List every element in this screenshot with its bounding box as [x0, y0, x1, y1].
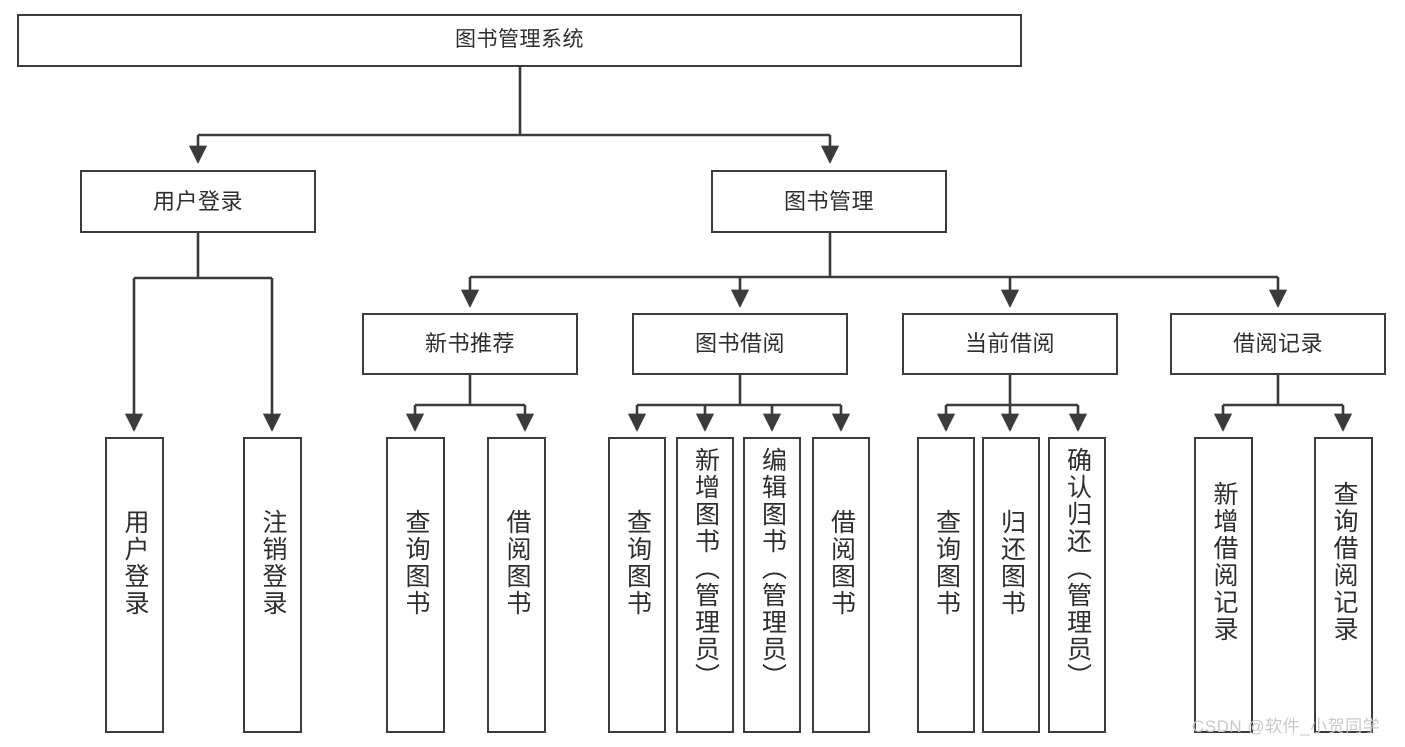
node-leaf-return-book-label: 归还图书	[997, 509, 1026, 617]
node-leaf-add-book[interactable]: 新增图书（管理员）	[676, 437, 734, 733]
node-leaf-confirm-return[interactable]: 确认归还（管理员）	[1048, 437, 1106, 733]
node-root[interactable]: 图书管理系统	[17, 14, 1022, 67]
node-leaf-add-book-label: 新增图书（管理员）	[691, 447, 720, 690]
node-new-book-recommend[interactable]: 新书推荐	[362, 313, 578, 375]
node-borrow-record-label: 借阅记录	[1232, 331, 1323, 357]
node-leaf-user-login-label: 用户登录	[121, 509, 149, 617]
node-leaf-add-record[interactable]: 新增借阅记录	[1194, 437, 1253, 733]
node-leaf-user-login[interactable]: 用户登录	[105, 437, 164, 733]
node-leaf-borrow-book-2-label: 借阅图书	[827, 509, 856, 617]
node-book-borrow[interactable]: 图书借阅	[632, 313, 848, 375]
node-book-management-label: 图书管理	[783, 188, 874, 214]
node-leaf-edit-book[interactable]: 编辑图书（管理员）	[743, 437, 801, 733]
node-leaf-add-record-label: 新增借阅记录	[1210, 481, 1238, 643]
watermark: CSDN @软件_小贺同学	[1192, 717, 1381, 736]
node-leaf-query-record-label: 查询借阅记录	[1330, 481, 1358, 643]
node-leaf-query-book-2[interactable]: 查询图书	[608, 437, 666, 733]
node-leaf-borrow-book-1-label: 借阅图书	[503, 509, 531, 617]
node-book-management[interactable]: 图书管理	[711, 170, 947, 233]
node-leaf-return-book[interactable]: 归还图书	[982, 437, 1040, 733]
node-current-borrow-label: 当前借阅	[964, 331, 1055, 357]
node-new-book-recommend-label: 新书推荐	[424, 331, 515, 357]
node-leaf-query-record[interactable]: 查询借阅记录	[1314, 437, 1373, 733]
node-leaf-logout-login[interactable]: 注销登录	[243, 437, 302, 733]
node-borrow-record[interactable]: 借阅记录	[1170, 313, 1386, 375]
node-leaf-query-book-3[interactable]: 查询图书	[917, 437, 975, 733]
node-current-borrow[interactable]: 当前借阅	[902, 313, 1118, 375]
node-leaf-confirm-return-label: 确认归还（管理员）	[1063, 447, 1092, 690]
node-leaf-borrow-book-2[interactable]: 借阅图书	[812, 437, 870, 733]
node-root-label: 图书管理系统	[455, 28, 584, 52]
node-user-login-label: 用户登录	[152, 188, 243, 214]
node-book-borrow-label: 图书借阅	[694, 331, 785, 357]
node-leaf-logout-login-label: 注销登录	[259, 509, 287, 617]
node-leaf-query-book-3-label: 查询图书	[932, 509, 961, 617]
node-user-login[interactable]: 用户登录	[80, 170, 316, 233]
node-leaf-borrow-book-1[interactable]: 借阅图书	[487, 437, 546, 733]
node-leaf-query-book-1[interactable]: 查询图书	[386, 437, 445, 733]
node-leaf-query-book-1-label: 查询图书	[402, 509, 430, 617]
node-leaf-edit-book-label: 编辑图书（管理员）	[758, 447, 787, 690]
node-leaf-query-book-2-label: 查询图书	[623, 509, 652, 617]
